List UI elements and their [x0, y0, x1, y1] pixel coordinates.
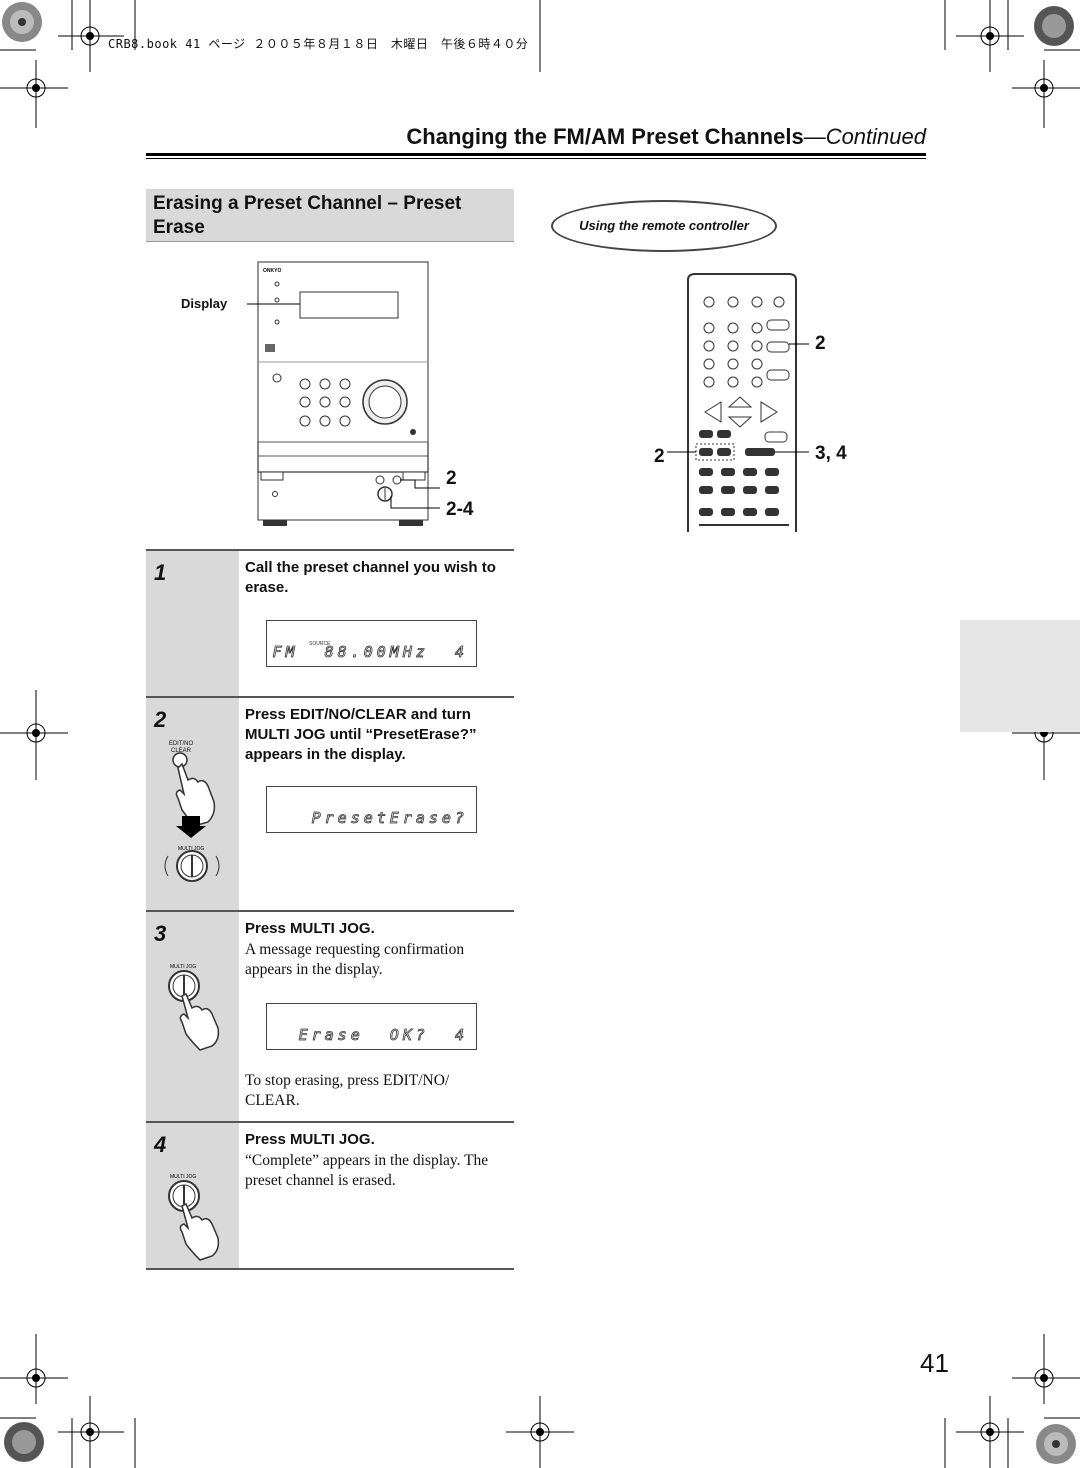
step-heading: Press MULTI JOG.	[245, 1131, 375, 1148]
svg-text:MULTI JOG: MULTI JOG	[170, 964, 196, 970]
remote-callout-left: 2	[654, 446, 665, 467]
remote-callout-edit: 2	[815, 333, 826, 354]
press-jog-hand-icon: MULTI JOG	[168, 964, 220, 1051]
lcd-text: FM 88.00MHz 4	[272, 643, 468, 662]
title-rule	[146, 153, 926, 159]
lcd-display: PresetErase?	[266, 786, 477, 833]
page-number: 41	[920, 1348, 949, 1378]
remote-callout-enter: 3, 4	[815, 443, 847, 464]
remote-note: Using the remote controller	[579, 218, 749, 233]
step-body: A message requesting confirmation appear…	[245, 941, 465, 978]
step-rule	[146, 1268, 514, 1270]
lcd-text: Erase OK? 4	[298, 1026, 468, 1045]
step-rule	[146, 1121, 514, 1123]
step-heading: Call the preset channel you wish to eras…	[245, 559, 496, 596]
step-number: 4	[154, 1132, 167, 1157]
section-title-box	[146, 189, 514, 242]
step-number: 1	[154, 560, 167, 585]
side-tab	[960, 620, 1080, 732]
step-gray-1	[146, 550, 239, 696]
step-rule	[146, 549, 514, 551]
section-title: Erasing a Preset Channel – Preset Erase	[153, 193, 462, 238]
remote-note-oval	[551, 200, 777, 252]
step-note: To stop erasing, press EDIT/NO/ CLEAR.	[245, 1072, 450, 1109]
step-heading: Press MULTI JOG.	[245, 920, 375, 937]
svg-text:MULTI JOG: MULTI JOG	[170, 1174, 196, 1180]
lcd-text: PresetErase?	[311, 809, 468, 828]
print-header: CRB8.book 41 ページ ２００５年８月１８日 木曜日 午後６時４０分	[108, 37, 529, 51]
main-unit-illustration: ONKYO	[247, 261, 440, 526]
unit-callout-jog: 2-4	[446, 499, 474, 520]
svg-text:ONKYO: ONKYO	[263, 268, 281, 274]
step-heading: Press EDIT/NO/CLEAR and turn MULTI JOG u…	[245, 706, 477, 763]
edit-button-label: EDIT/NO CLEAR	[168, 741, 194, 754]
svg-text:MULTI JOG: MULTI JOG	[178, 846, 204, 852]
step-rule	[146, 910, 514, 912]
step-rule	[146, 696, 514, 698]
lcd-display: SOURCE FM 88.00MHz 4	[266, 620, 477, 667]
remote-controller-illustration	[667, 273, 809, 532]
step-body: “Complete” appears in the display. The p…	[245, 1152, 489, 1189]
unit-callout-edit: 2	[446, 468, 457, 489]
lcd-source-label: SOURCE	[309, 641, 331, 647]
display-label: Display	[181, 296, 228, 311]
step-number: 3	[154, 921, 167, 946]
page-title: Changing the FM/AM Preset Channels—Conti…	[406, 124, 926, 149]
press-edit-hand-icon: MULTI JOG	[164, 752, 220, 882]
step-number: 2	[154, 707, 167, 732]
lcd-display: Erase OK? 4	[266, 1003, 477, 1050]
press-jog-hand-icon: MULTI JOG	[168, 1174, 220, 1261]
